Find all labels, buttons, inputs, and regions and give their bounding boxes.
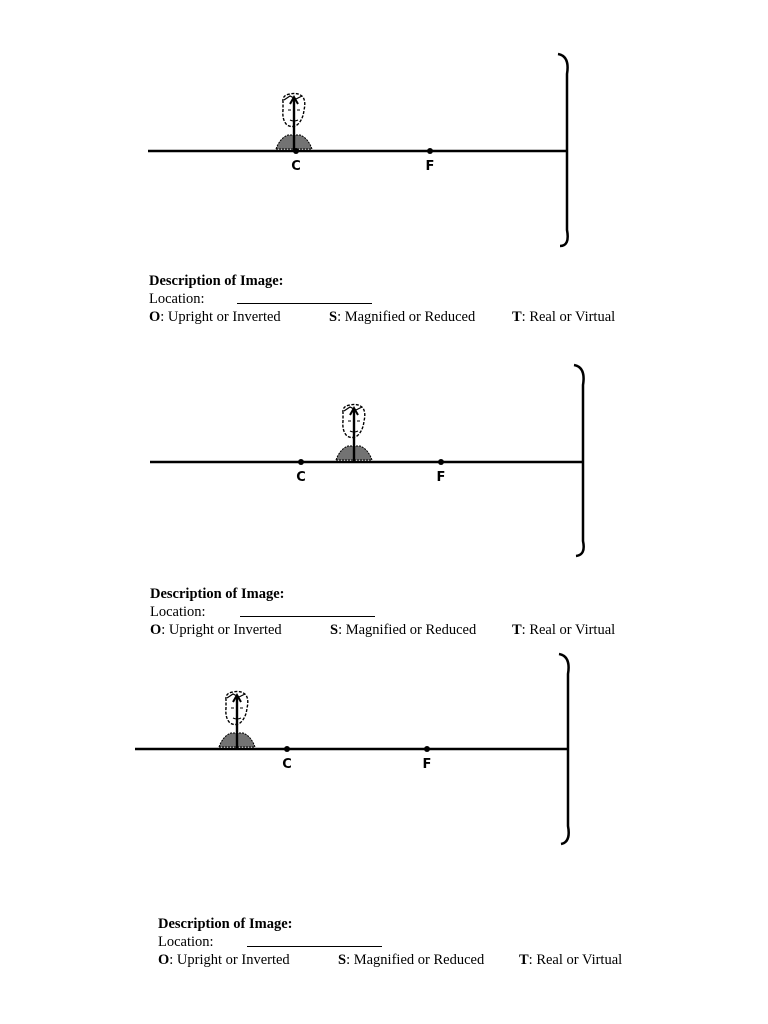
mirror-diagram-3-svg: C F: [135, 652, 570, 846]
description-title: Description of Image:: [149, 273, 284, 289]
focal-label: F: [423, 757, 432, 772]
location-answer-blank[interactable]: [240, 616, 375, 617]
object-figure-icon: [335, 403, 373, 462]
mirror-diagram-2: C F: [0, 361, 768, 561]
center-of-curvature-point: [298, 459, 304, 465]
size-option: S: Magnified or Reduced: [338, 952, 485, 968]
focal-point: [427, 148, 433, 154]
focal-label: F: [437, 470, 446, 485]
orientation-option: O: Upright or Inverted: [158, 952, 290, 968]
size-option: S: Magnified or Reduced: [329, 309, 476, 325]
type-option: T: Real or Virtual: [519, 952, 623, 968]
focal-label: F: [426, 159, 435, 174]
location-label: Location:: [150, 604, 206, 620]
focal-point: [424, 746, 430, 752]
type-option: T: Real or Virtual: [512, 622, 616, 638]
image-description-1: Description of Image: Location: O: Uprig…: [149, 272, 669, 326]
mirror-diagram-2-svg: C F: [150, 363, 585, 558]
location-answer-blank[interactable]: [247, 946, 382, 947]
type-option: T: Real or Virtual: [512, 309, 616, 325]
center-of-curvature-point: [284, 746, 290, 752]
orientation-option: O: Upright or Inverted: [150, 622, 282, 638]
location-label: Location:: [158, 934, 214, 950]
location-answer-blank[interactable]: [237, 303, 372, 304]
focal-point: [438, 459, 444, 465]
center-label: C: [282, 757, 292, 772]
location-row: Location:: [158, 933, 678, 951]
concave-mirror: [557, 52, 569, 248]
mirror-diagram-1-svg: C F: [148, 52, 569, 248]
otc-row: O: Upright or Inverted S: Magnified or R…: [150, 621, 670, 639]
location-row: Location:: [150, 603, 670, 621]
orientation-option: O: Upright or Inverted: [149, 309, 281, 325]
object-figure-icon: [218, 690, 256, 749]
otc-row: O: Upright or Inverted S: Magnified or R…: [149, 308, 669, 326]
description-title: Description of Image:: [158, 916, 293, 932]
mirror-diagram-1: C F: [0, 50, 768, 250]
description-title: Description of Image:: [150, 586, 285, 602]
otc-row: O: Upright or Inverted S: Magnified or R…: [158, 951, 678, 969]
location-label: Location:: [149, 291, 205, 307]
center-label: C: [296, 470, 306, 485]
image-description-3: Description of Image: Location: O: Uprig…: [158, 915, 678, 969]
object-figure-icon: [275, 92, 313, 151]
size-option: S: Magnified or Reduced: [330, 622, 477, 638]
mirror-diagram-3: C F: [0, 648, 768, 848]
concave-mirror: [558, 652, 570, 846]
image-description-2: Description of Image: Location: O: Uprig…: [150, 585, 670, 639]
concave-mirror: [573, 363, 585, 558]
location-row: Location:: [149, 290, 669, 308]
center-label: C: [291, 159, 301, 174]
